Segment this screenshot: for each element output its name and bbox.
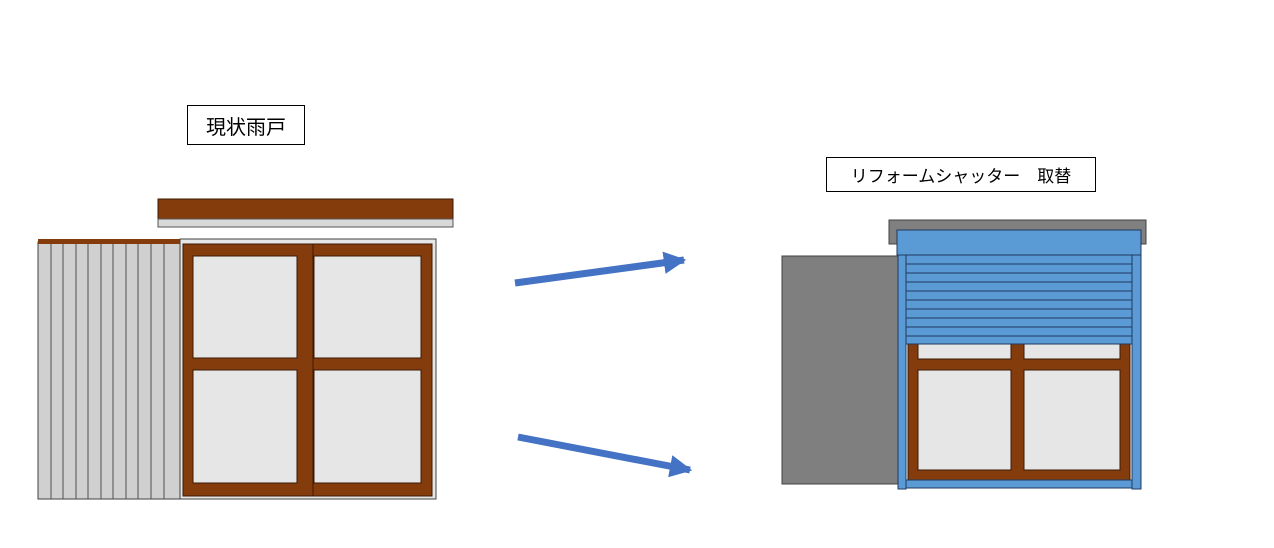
label-reform-shutter-replacement: リフォームシャッター 取替 [826,157,1096,192]
shutter-guide-rail-left [897,253,907,490]
right-glass-pane-bottom-left [917,369,1012,471]
right-wall-panel [781,255,901,485]
arrow-upper [514,251,687,287]
shutter-guide-rail-right [1131,253,1142,490]
reform-shutter-illustration [781,219,1147,490]
door-pocket-top-trim [38,239,180,244]
shutter-box [896,229,1142,256]
left-header-beam [157,198,454,220]
current-storm-door-illustration [37,198,454,500]
left-header-sill [157,218,454,228]
label-current-storm-door: 現状雨戸 [187,105,305,145]
left-glass-pane-bottom-left [192,369,298,484]
shutter-slats [906,263,1132,337]
shutter-bottom-rail [905,479,1133,489]
door-pocket-slats [50,244,165,499]
left-glass-pane-bottom-right [313,369,422,484]
shutter-curtain [905,253,1133,345]
left-glass-pane-top-right [313,255,422,359]
left-glass-pane-top-left [192,255,298,359]
door-pocket [37,241,181,500]
arrow-lower [517,433,693,478]
right-glass-pane-bottom-right [1023,369,1121,471]
